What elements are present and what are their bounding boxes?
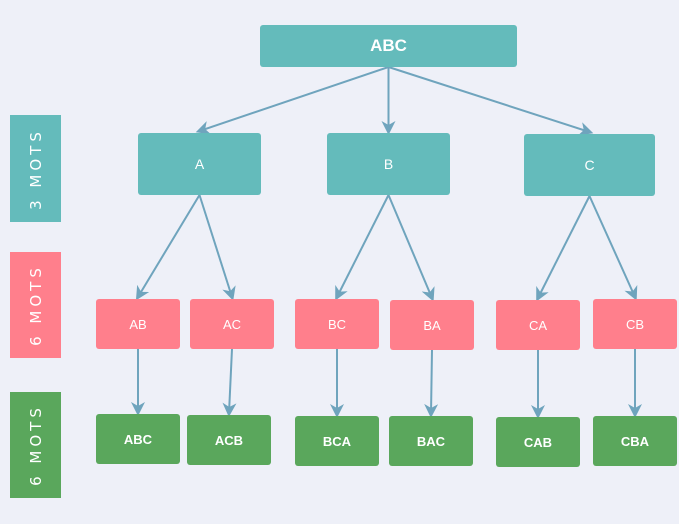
edge-root-c (388, 66, 594, 136)
node-b-label: B (383, 156, 394, 172)
node-bc: BC (295, 299, 379, 349)
node-bac: BAC (389, 416, 473, 466)
node-abc: ABC (96, 414, 180, 464)
root-node: ABC (260, 25, 517, 67)
node-c-label: C (584, 157, 595, 173)
level-label-2: 6 MOTS (10, 252, 61, 358)
edge-ac-acb (222, 348, 237, 417)
node-ab-label: AB (129, 316, 147, 332)
level-label-1-text: 3 MOTS (26, 127, 45, 210)
node-cba-label: CBA (620, 433, 650, 449)
node-a: A (138, 133, 261, 195)
edge-b-bc (335, 194, 390, 301)
edge-a-ac (198, 194, 236, 301)
node-c: C (524, 134, 655, 196)
node-bc-label: BC (327, 316, 347, 332)
edge-ba-bac (424, 349, 439, 418)
node-ac: AC (190, 299, 274, 349)
node-ac-label: AC (222, 316, 242, 332)
node-ca: CA (496, 300, 580, 350)
edge-c-ca (536, 195, 591, 302)
level-label-2-text: 6 MOTS (26, 264, 45, 346)
edge-c-cb (588, 195, 638, 301)
edge-root-a (195, 66, 389, 135)
node-ca-label: CA (528, 317, 548, 333)
edge-b-ba (387, 194, 435, 302)
node-abc-label: ABC (123, 431, 153, 447)
node-ba: BA (390, 300, 474, 350)
node-cb: CB (593, 299, 677, 349)
node-a-label: A (194, 156, 205, 172)
node-bca: BCA (295, 416, 379, 466)
level-label-3-text: 6 MOTS (26, 404, 45, 486)
node-cab: CAB (496, 417, 580, 467)
root-node-label: ABC (370, 36, 407, 55)
node-ba-label: BA (423, 317, 441, 333)
node-cb-label: CB (625, 316, 645, 332)
node-cba: CBA (593, 416, 677, 466)
node-cab-label: CAB (523, 434, 553, 450)
level-label-1: 3 MOTS (10, 115, 61, 222)
node-ab: AB (96, 299, 180, 349)
level-label-3: 6 MOTS (10, 392, 61, 498)
node-b: B (327, 133, 450, 195)
edge-a-ab (135, 194, 201, 301)
node-bca-label: BCA (322, 433, 352, 449)
node-bac-label: BAC (416, 433, 446, 449)
node-acb-label: ACB (214, 432, 244, 448)
node-acb: ACB (187, 415, 271, 465)
